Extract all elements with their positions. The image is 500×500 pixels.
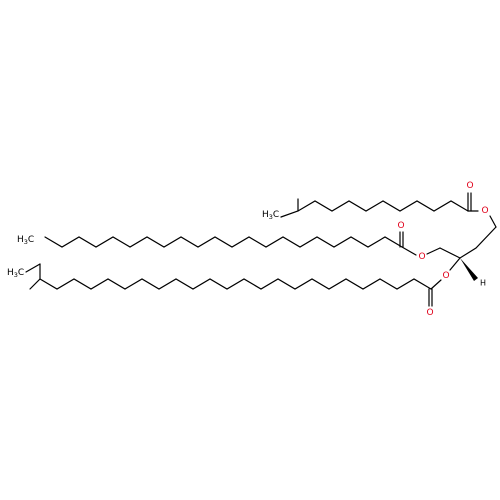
chain-3-methyl-h: H [7, 268, 14, 278]
acyl-chain-2: O O H3C [17, 221, 441, 262]
chain-1-ester-oxygen: O [481, 206, 488, 216]
chain-2-ester-oxygen: O [418, 252, 425, 262]
chain-2-methyl-sub: 3 [24, 238, 28, 246]
chain-2-carbonyl-oxygen: O [397, 221, 404, 231]
acyl-chain-3: O O H3C [7, 263, 450, 318]
chain-3-ester-bond [430, 279, 442, 290]
chain-2-methyl-c: C [28, 235, 34, 245]
chain-2-ester-bond-b [401, 246, 417, 256]
chain-3-terminal-methyl: H3C [7, 268, 24, 279]
chain-2-terminal-methyl: H3C [17, 235, 34, 246]
chain-3-ester-oxygen: O [442, 271, 449, 281]
acyl-chain-1: O O H3C [262, 181, 497, 228]
chain-1-ester-bond-b [489, 215, 497, 228]
glycerol-backbone: H [439, 226, 497, 288]
chain-1-methyl-c: C [273, 210, 279, 220]
chain-1-carbonyl-oxygen: O [466, 181, 473, 191]
chain-3-carbonyl-oxygen: O [426, 308, 433, 318]
chain-1-backbone [280, 200, 469, 218]
chain-2-backbone [44, 236, 403, 248]
chain-3-ethyl-bond [25, 263, 41, 273]
chain-3-methyl-c: C [18, 268, 24, 278]
stereo-wedge [460, 258, 478, 281]
chain-1-methyl-h: H [262, 210, 269, 220]
chain-1-methyl-sub: 3 [269, 213, 273, 221]
glycerol-to-o2 [449, 257, 461, 271]
stereo-hydrogen: H [480, 279, 486, 288]
chain-3-methyl-sub: 3 [14, 271, 18, 279]
chain-1-methyl-label: H3C [262, 210, 279, 221]
glycerol-chain [439, 226, 497, 259]
chain-3-backbone [29, 278, 432, 290]
chain-2-ester-bond-a [426, 247, 441, 255]
chain-2-methyl-h: H [17, 235, 24, 245]
